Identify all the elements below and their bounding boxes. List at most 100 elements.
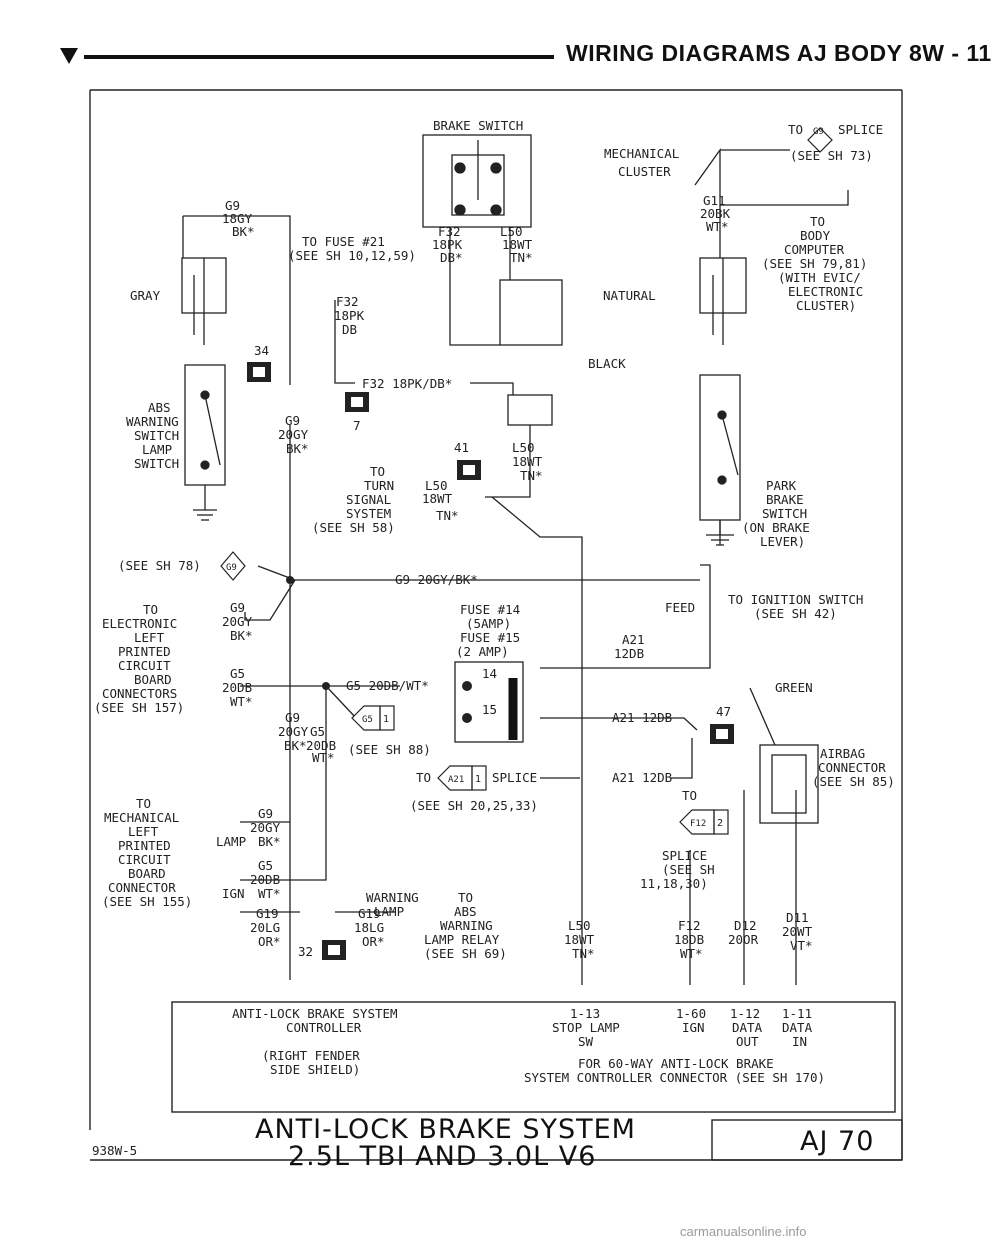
pin-1-13-b: STOP LAMP bbox=[552, 1020, 620, 1035]
f12-bottom-3: WT* bbox=[680, 946, 703, 961]
body-computer-7: CLUSTER) bbox=[796, 298, 856, 313]
g5-mech-3: WT* bbox=[258, 886, 281, 901]
l50-turn-1: L50 bbox=[425, 478, 448, 493]
fuse-1: FUSE #14 bbox=[460, 602, 520, 617]
a21-top-1: A21 bbox=[622, 632, 645, 647]
l50-mid-3: TN* bbox=[520, 468, 543, 483]
triangle-marker-icon bbox=[60, 48, 78, 64]
body-computer-6: ELECTRONIC bbox=[788, 284, 863, 299]
abs-relay-4: LAMP RELAY bbox=[424, 932, 500, 947]
g9-mech-3: BK* bbox=[258, 834, 281, 849]
f12-bottom-2: 18DB bbox=[674, 932, 704, 947]
pin-1-12-a: 1-12 bbox=[730, 1006, 760, 1021]
g9-top-2: 18GY bbox=[222, 211, 253, 226]
f12-tag: F12 bbox=[690, 819, 706, 829]
footer-title-1: ANTI-LOCK BRAKE SYSTEM bbox=[255, 1114, 636, 1145]
connector-icon bbox=[181, 257, 747, 426]
abs-relay-2: ABS bbox=[454, 904, 477, 919]
park-brake-5: LEVER) bbox=[760, 534, 805, 549]
ignition-switch-1: TO IGNITION SWITCH bbox=[728, 592, 863, 607]
fuse-14-num: 14 bbox=[482, 666, 497, 681]
for-60-way-2: SYSTEM CONTROLLER CONNECTOR (SEE SH 170) bbox=[524, 1070, 825, 1085]
pin-1-11-a: 1-11 bbox=[782, 1006, 812, 1021]
g9-top-3: BK* bbox=[232, 224, 255, 239]
footer-title-2: 2.5L TBI AND 3.0L V6 bbox=[288, 1141, 596, 1172]
ground-icon bbox=[193, 509, 734, 546]
mech-pcb-2: MECHANICAL bbox=[104, 810, 179, 825]
airbag-1: AIRBAG bbox=[820, 746, 865, 761]
f32-top-1: F32 bbox=[438, 224, 461, 239]
g9-g5-drop-1: G9 bbox=[285, 710, 300, 725]
abs-switch-4: LAMP bbox=[142, 442, 172, 457]
mech-pcb-3: LEFT bbox=[128, 824, 159, 839]
gray-label: GRAY bbox=[130, 288, 161, 303]
splice-node-icon bbox=[286, 576, 472, 723]
l50-top-1: L50 bbox=[500, 224, 523, 239]
d11-bottom-3: VT* bbox=[790, 938, 813, 953]
l50-mid-2: 18WT bbox=[512, 454, 543, 469]
mech-pcb-4: PRINTED bbox=[118, 838, 171, 853]
abs-switch-2: WARNING bbox=[126, 414, 179, 429]
turn-signal-2: TURN bbox=[364, 478, 394, 493]
g9-mech-1: G9 bbox=[258, 806, 273, 821]
header-title: WIRING DIAGRAMS AJ BODY 8W - 11 bbox=[566, 40, 992, 66]
header-rule bbox=[84, 55, 554, 59]
controller-1: ANTI-LOCK BRAKE SYSTEM bbox=[232, 1006, 398, 1021]
pin-1-11-b: DATA bbox=[782, 1020, 813, 1035]
fuse-15-num: 15 bbox=[482, 702, 497, 717]
splice-see-3: 11,18,30) bbox=[640, 876, 708, 891]
g19-mech-2: 20LG bbox=[250, 920, 280, 935]
green-label: GREEN bbox=[775, 680, 813, 695]
to-g9-splice-to: TO bbox=[788, 122, 803, 137]
l50-bottom-1: L50 bbox=[568, 918, 591, 933]
park-brake-1: PARK bbox=[766, 478, 797, 493]
see-sh-20-25-33: (SEE SH 20,25,33) bbox=[410, 798, 538, 813]
splice-41: 41 bbox=[454, 440, 469, 455]
elec-pcb-8: (SEE SH 157) bbox=[94, 700, 184, 715]
natural-label: NATURAL bbox=[603, 288, 656, 303]
g9-g5-drop-4: G5 bbox=[310, 724, 325, 739]
l50-mid-1: L50 bbox=[512, 440, 535, 455]
g19-mech-3: OR* bbox=[258, 934, 281, 949]
g9-mech-2: 20GY bbox=[250, 820, 281, 835]
controller-2: CONTROLLER bbox=[286, 1020, 362, 1035]
g9-mid-2: 20GY bbox=[278, 427, 309, 442]
g5-wire: G5 20DB/WT* bbox=[346, 678, 429, 693]
for-60-way-1: FOR 60-WAY ANTI-LOCK BRAKE bbox=[578, 1056, 774, 1071]
see-sh-88: (SEE SH 88) bbox=[348, 742, 431, 757]
g9-g5-drop-6: WT* bbox=[312, 750, 335, 765]
airbag-2: CONNECTOR bbox=[818, 760, 886, 775]
park-brake-4: (ON BRAKE bbox=[742, 520, 810, 535]
airbag-3: (SEE SH 85) bbox=[812, 774, 895, 789]
ignition-switch-2: (SEE SH 42) bbox=[754, 606, 837, 621]
fuse-3: FUSE #15 bbox=[460, 630, 520, 645]
mech-pcb-1: TO bbox=[136, 796, 151, 811]
mech-pcb-6: BOARD bbox=[128, 866, 166, 881]
f32-top-2: 18PK bbox=[432, 237, 463, 252]
body-computer-3: COMPUTER bbox=[784, 242, 845, 257]
abs-relay-5: (SEE SH 69) bbox=[424, 946, 507, 961]
to-a21-to: TO bbox=[416, 770, 431, 785]
elec-pcb-1: TO bbox=[143, 602, 158, 617]
splice-see-2: (SEE SH bbox=[662, 862, 715, 877]
a21-tag: A21 bbox=[448, 775, 464, 785]
abs-switch-3: SWITCH bbox=[134, 428, 179, 443]
pin-1-60-b: IGN bbox=[682, 1020, 705, 1035]
splice-7: 7 bbox=[353, 418, 361, 433]
f32-top-3: DB* bbox=[440, 250, 463, 265]
feed-label: FEED bbox=[665, 600, 695, 615]
abs-relay-1: TO bbox=[458, 890, 473, 905]
elec-pcb-2: ELECTRONIC bbox=[102, 616, 177, 631]
f32-mid-2: 18PK bbox=[334, 308, 365, 323]
mech-pcb-7: CONNECTOR bbox=[108, 880, 176, 895]
g9-conn-3: BK* bbox=[230, 628, 253, 643]
elec-pcb-5: CIRCUIT bbox=[118, 658, 171, 673]
f32-wire: F32 18PK/DB* bbox=[362, 376, 452, 391]
g5-mech-2: 20DB bbox=[250, 872, 280, 887]
splice-see-1: SPLICE bbox=[662, 848, 707, 863]
body-computer-5: (WITH EVIC/ bbox=[778, 270, 861, 285]
wires bbox=[182, 134, 849, 985]
pin-1-60-a: 1-60 bbox=[676, 1006, 706, 1021]
l50-bottom-3: TN* bbox=[572, 946, 595, 961]
splice-box-icon bbox=[247, 362, 734, 960]
